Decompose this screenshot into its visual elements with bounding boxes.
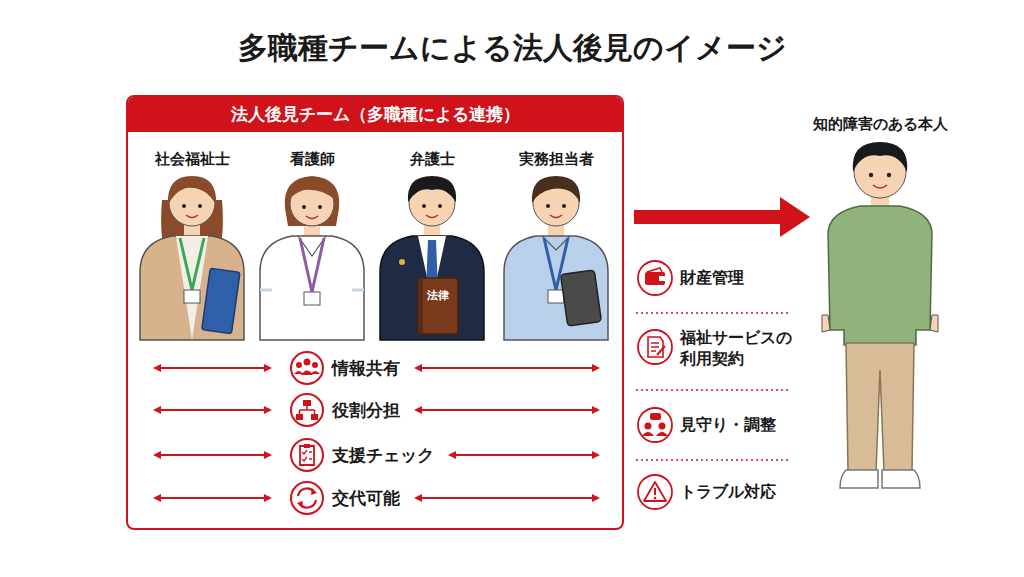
flow-arrow bbox=[634, 197, 810, 237]
function-label: 情報共有 bbox=[332, 357, 400, 379]
row-double-arrow bbox=[448, 451, 600, 459]
row-double-arrow bbox=[153, 406, 272, 414]
book-label: 法律 bbox=[427, 289, 449, 303]
row-icon-glyphs bbox=[294, 359, 320, 509]
social-worker-figure bbox=[140, 176, 244, 340]
row-double-arrow bbox=[414, 364, 600, 372]
duty-label: 福祉サービスの利用契約 bbox=[680, 328, 798, 370]
row-double-arrow bbox=[153, 494, 272, 502]
row-double-arrow bbox=[153, 451, 272, 459]
row-double-arrow bbox=[414, 406, 600, 414]
role-label: 看護師 bbox=[290, 150, 335, 170]
duty-label: トラブル対応 bbox=[680, 482, 776, 503]
function-label: 交代可能 bbox=[332, 487, 400, 509]
role-label: 弁護士 bbox=[410, 150, 455, 170]
row-double-arrow bbox=[414, 494, 600, 502]
team-header: 法人後見チーム（多職種による連携） bbox=[128, 97, 622, 132]
staff-figure bbox=[504, 176, 608, 340]
title: 多職種チームによる法人後見のイメージ bbox=[0, 28, 1024, 69]
duty-label: 財産管理 bbox=[680, 268, 744, 289]
list-icon-glyphs bbox=[642, 268, 668, 501]
person-heading: 知的障害のある本人 bbox=[810, 115, 950, 134]
duty-label: 見守り・調整 bbox=[680, 415, 776, 436]
nurse-figure bbox=[260, 176, 364, 340]
row-double-arrow bbox=[153, 364, 272, 372]
function-label: 役割分担 bbox=[332, 399, 400, 421]
function-label: 支援チェック bbox=[332, 444, 434, 466]
role-label: 社会福祉士 bbox=[155, 150, 230, 170]
list-icon-circles bbox=[638, 261, 672, 509]
row-icon-circles bbox=[291, 352, 323, 514]
role-label: 実務担当者 bbox=[519, 150, 594, 170]
person-node: 知的障害のある本人 bbox=[810, 115, 950, 505]
lawyer-figure bbox=[380, 176, 484, 340]
person-figure bbox=[822, 142, 938, 488]
